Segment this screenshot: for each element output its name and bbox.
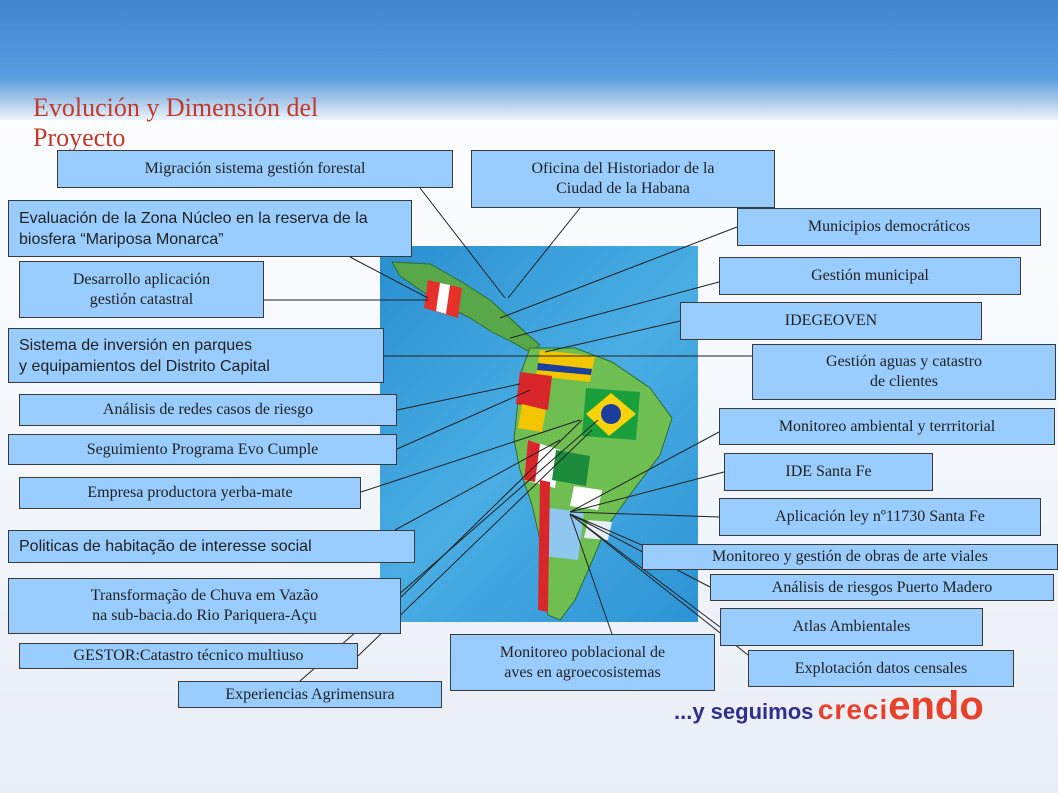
box-datos-censales: Explotación datos censales: [748, 650, 1014, 687]
box-obras-viales: Monitoreo y gestión de obras de arte via…: [642, 544, 1058, 570]
box-atlas-ambientales: Atlas Ambientales: [720, 608, 983, 646]
box-mariposa-monarca: Evaluación de la Zona Núcleo en la reser…: [8, 200, 412, 257]
box-aves-agroecosistemas: Monitoreo poblacional de aves en agroeco…: [450, 634, 715, 691]
box-evo-cumple: Seguimiento Programa Evo Cumple: [8, 434, 397, 465]
box-municipios-democraticos: Municipios democráticos: [737, 208, 1041, 246]
box-chuva-vazao: Transformação de Chuva em Vazão na sub-b…: [8, 578, 401, 634]
brazil-flag-globe: [601, 404, 621, 424]
box-redes-riesgo: Análisis de redes casos de riesgo: [19, 394, 397, 426]
box-gestion-municipal: Gestión municipal: [719, 257, 1021, 295]
box-idegeoven: IDEGEOVEN: [680, 302, 982, 340]
header-gradient-strip: [0, 78, 1058, 120]
chile-flag: [538, 480, 550, 612]
argentina-flag: [542, 508, 584, 560]
mexico-central-america-shape: [391, 261, 541, 353]
box-gestion-catastral: Desarrollo aplicación gestión catastral: [19, 261, 264, 318]
box-oficina-historiador: Oficina del Historiador de la Ciudad de …: [471, 150, 775, 208]
peru-flag-red: [524, 440, 540, 482]
ecuador-flag: [518, 404, 546, 432]
footer-prefix: ...y seguimos: [674, 699, 814, 724]
venezuela-flag-blue: [537, 363, 592, 375]
box-habitacao-social: Politicas de habitação de interesse soci…: [8, 530, 415, 563]
footer-word-part2: endo: [888, 684, 984, 728]
box-yerba-mate: Empresa productora yerba-mate: [19, 477, 361, 509]
box-gestion-aguas-catastro: Gestión aguas y catastro de clientes: [752, 344, 1056, 400]
mexico-flag-white: [436, 283, 450, 314]
slide-title: Evolución y Dimensión del Proyecto: [33, 93, 319, 152]
header-band: [0, 0, 1058, 80]
box-migracion-forestal: Migración sistema gestión forestal: [57, 150, 453, 188]
box-puerto-madero: Análisis de riesgos Puerto Madero: [710, 574, 1054, 601]
footer-slogan: ...y seguimos creciendo: [674, 684, 984, 729]
box-agrimensura: Experiencias Agrimensura: [178, 681, 442, 708]
box-parques-distrito-capital: Sistema de inversión en parques y equipa…: [8, 328, 384, 383]
connector-lines: [264, 187, 752, 682]
footer-word-part1: creci: [817, 694, 889, 725]
box-gestor-catastro: GESTOR:Catastro técnico multiuso: [19, 643, 358, 669]
colombia-flag: [516, 372, 552, 410]
box-ide-santa-fe: IDE Santa Fe: [724, 453, 933, 491]
box-monitoreo-ambiental: Monitoreo ambiental y terrritorial: [719, 408, 1055, 445]
paraguay-flag: [570, 486, 602, 510]
box-ley-santa-fe: Aplicación ley nº11730 Santa Fe: [719, 498, 1041, 536]
